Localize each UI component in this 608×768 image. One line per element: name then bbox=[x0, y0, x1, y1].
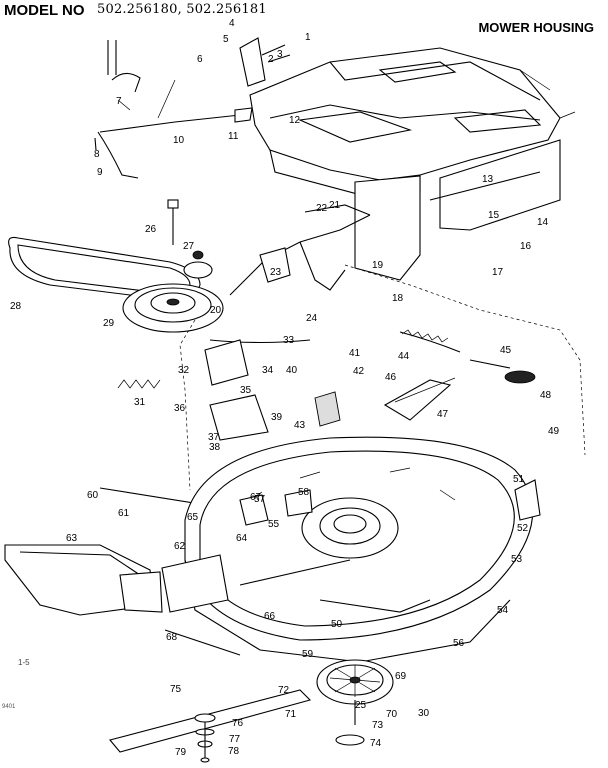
callout-16: 16 bbox=[520, 241, 532, 252]
callout-51: 51 bbox=[513, 474, 525, 485]
model-numbers: 502.256180, 502.256181 bbox=[97, 2, 267, 17]
callout-33: 33 bbox=[283, 335, 295, 346]
callout-55: 55 bbox=[268, 519, 280, 530]
callout-76: 76 bbox=[232, 718, 244, 729]
callout-12: 12 bbox=[289, 115, 301, 126]
callout-25: 25 bbox=[355, 700, 367, 711]
callout-58: 58 bbox=[298, 487, 310, 498]
callout-28: 28 bbox=[10, 301, 22, 312]
callout-78: 78 bbox=[228, 746, 240, 757]
callout-64: 64 bbox=[236, 533, 248, 544]
drive-belt-and-pulley bbox=[8, 199, 224, 333]
callout-3: 3 bbox=[277, 49, 283, 60]
callout-20: 20 bbox=[210, 305, 222, 316]
callout-38: 38 bbox=[209, 442, 221, 453]
callout-72: 72 bbox=[278, 685, 290, 696]
callout-5: 5 bbox=[223, 34, 229, 45]
callout-40: 40 bbox=[286, 365, 298, 376]
callout-24: 24 bbox=[306, 313, 318, 324]
mower-deck bbox=[161, 436, 541, 663]
callout-34: 34 bbox=[262, 365, 274, 376]
callout-8: 8 bbox=[94, 149, 100, 160]
callout-42: 42 bbox=[353, 366, 365, 377]
callout-62: 62 bbox=[174, 541, 186, 552]
corner-note: 1-5 bbox=[18, 658, 30, 667]
callout-57: 57 bbox=[254, 494, 266, 505]
callout-68: 68 bbox=[166, 632, 178, 643]
callout-60: 60 bbox=[87, 490, 99, 501]
callout-63: 63 bbox=[66, 533, 78, 544]
callout-77: 77 bbox=[229, 734, 241, 745]
callout-21: 21 bbox=[329, 200, 341, 211]
section-title: MOWER HOUSING bbox=[478, 20, 594, 35]
discharge-chute bbox=[4, 544, 241, 656]
callout-18: 18 bbox=[392, 293, 404, 304]
callout-23: 23 bbox=[270, 267, 282, 278]
callout-43: 43 bbox=[294, 420, 306, 431]
callout-17: 17 bbox=[492, 267, 504, 278]
callout-32: 32 bbox=[178, 365, 190, 376]
callout-79: 79 bbox=[175, 747, 187, 758]
callout-41: 41 bbox=[349, 348, 361, 359]
callout-74: 74 bbox=[370, 738, 382, 749]
callout-31: 31 bbox=[134, 397, 146, 408]
callout-10: 10 bbox=[173, 135, 185, 146]
callout-53: 53 bbox=[511, 554, 523, 565]
callout-14: 14 bbox=[537, 217, 549, 228]
model-number-label: MODEL NO bbox=[4, 2, 85, 19]
margin-code: 9401 bbox=[2, 704, 16, 710]
callout-37: 37 bbox=[208, 432, 220, 443]
callout-56: 56 bbox=[453, 638, 465, 649]
callout-9: 9 bbox=[97, 167, 103, 178]
callout-46: 46 bbox=[385, 372, 397, 383]
callout-45: 45 bbox=[500, 345, 512, 356]
callout-44: 44 bbox=[398, 351, 410, 362]
callout-49: 49 bbox=[548, 426, 560, 437]
callout-13: 13 bbox=[482, 174, 494, 185]
callout-39: 39 bbox=[271, 412, 283, 423]
callout-48: 48 bbox=[540, 390, 552, 401]
callout-59: 59 bbox=[302, 649, 314, 660]
callout-26: 26 bbox=[145, 224, 157, 235]
callout-36: 36 bbox=[174, 403, 186, 414]
callout-35: 35 bbox=[240, 385, 252, 396]
callout-73: 73 bbox=[372, 720, 384, 731]
callout-52: 52 bbox=[517, 523, 529, 534]
callout-70: 70 bbox=[386, 709, 398, 720]
callout-61: 61 bbox=[118, 508, 130, 519]
callout-75: 75 bbox=[170, 684, 182, 695]
callout-67: 67 bbox=[250, 492, 262, 503]
callout-69: 69 bbox=[395, 671, 407, 682]
lift-lever-assembly bbox=[94, 37, 291, 179]
callout-27: 27 bbox=[183, 241, 195, 252]
callout-50: 50 bbox=[331, 619, 343, 630]
callout-29: 29 bbox=[103, 318, 115, 329]
callout-1: 1 bbox=[305, 32, 311, 43]
callout-66: 66 bbox=[264, 611, 276, 622]
callout-47: 47 bbox=[437, 409, 449, 420]
callout-15: 15 bbox=[488, 210, 500, 221]
callout-30: 30 bbox=[418, 708, 430, 719]
callout-22: 22 bbox=[316, 203, 328, 214]
callout-11: 11 bbox=[228, 131, 239, 142]
callout-19: 19 bbox=[372, 260, 384, 271]
tractor-frame bbox=[249, 47, 576, 281]
callout-6: 6 bbox=[197, 54, 203, 65]
callout-71: 71 bbox=[285, 709, 297, 720]
blade-and-spindle bbox=[109, 659, 394, 763]
callout-4: 4 bbox=[229, 18, 235, 29]
callout-7: 7 bbox=[116, 96, 122, 107]
callout-65: 65 bbox=[187, 512, 199, 523]
callout-2: 2 bbox=[268, 54, 274, 65]
callout-54: 54 bbox=[497, 605, 509, 616]
